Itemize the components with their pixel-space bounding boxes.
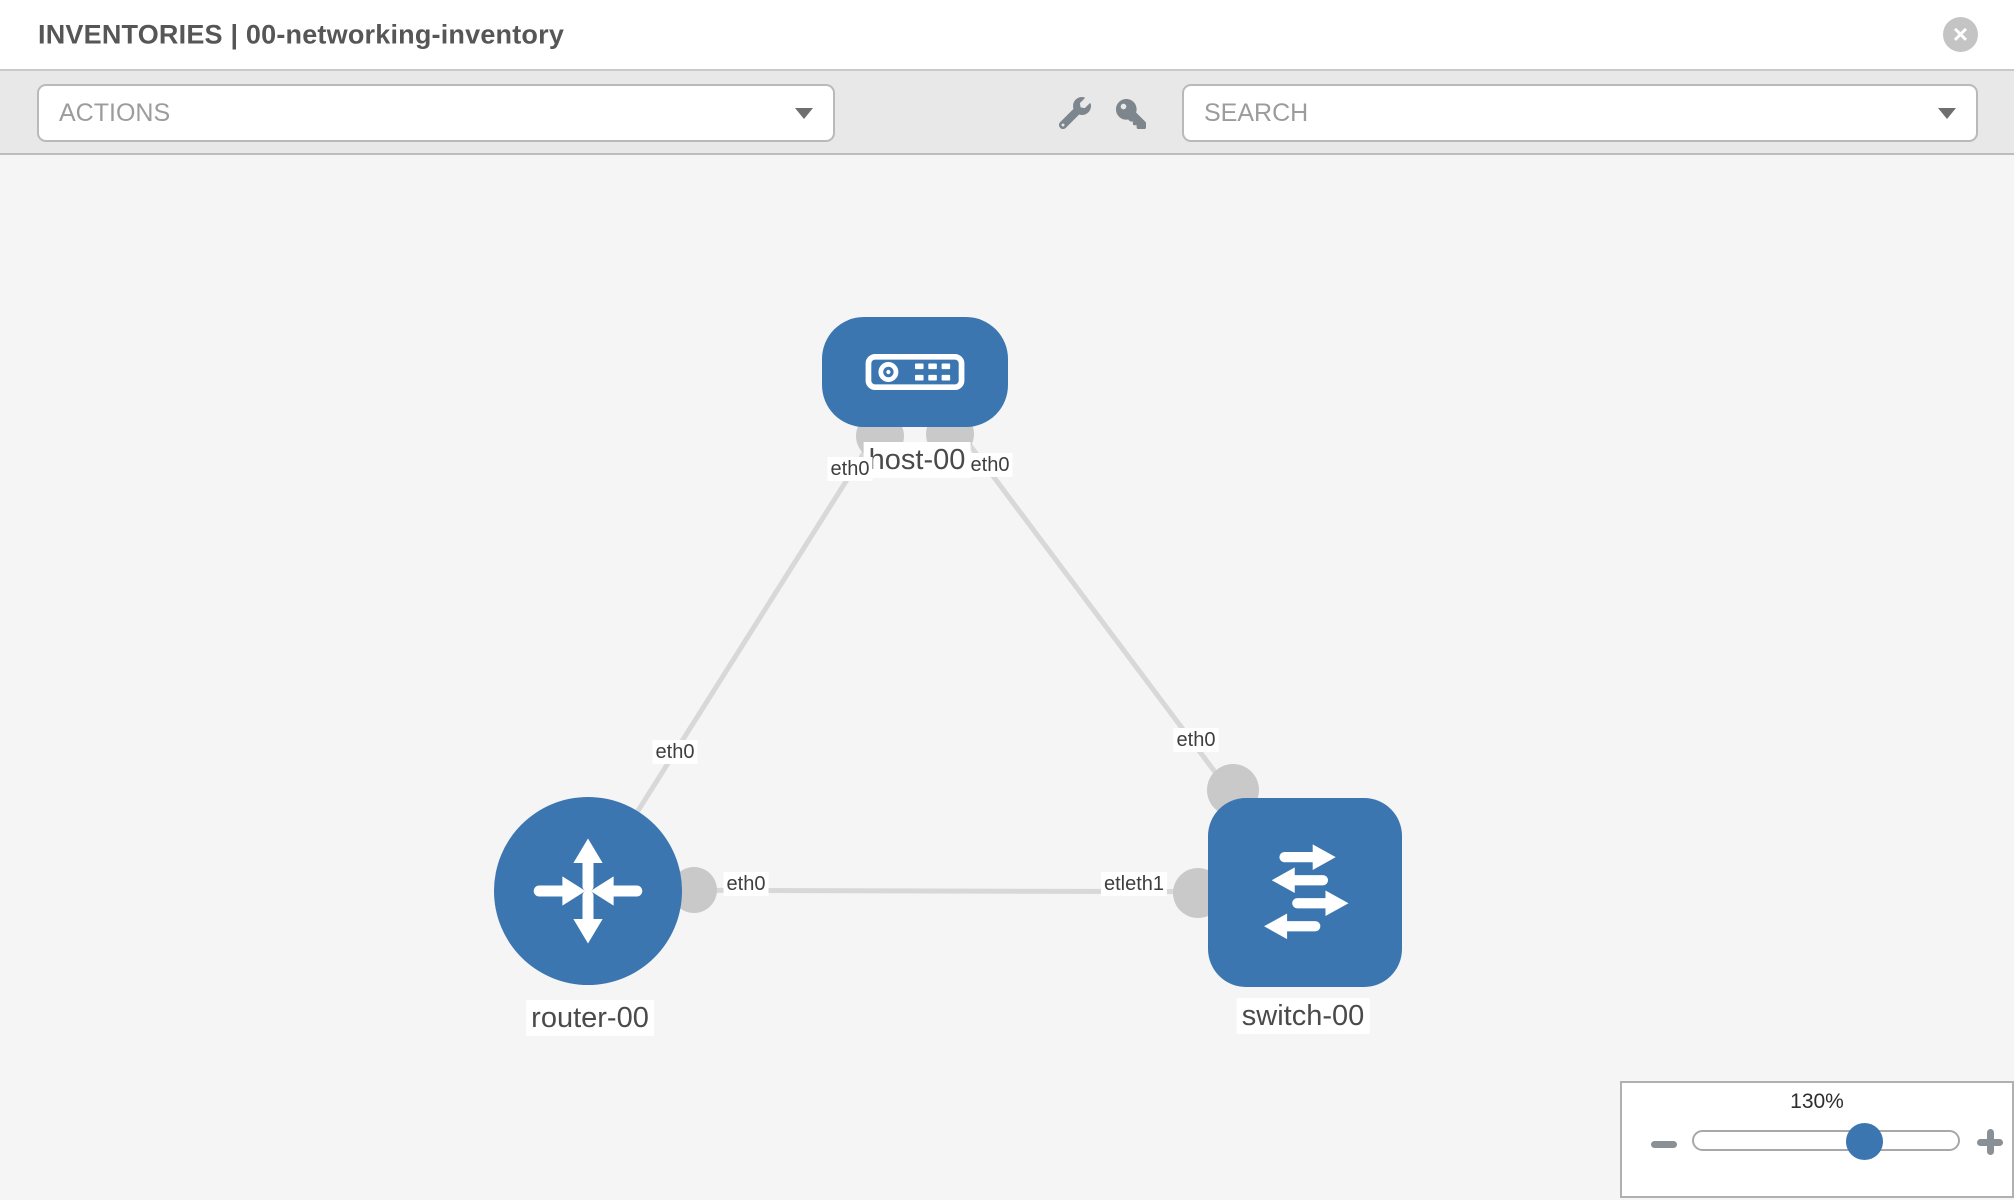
zoom-slider-thumb[interactable] — [1846, 1123, 1883, 1160]
host-icon — [865, 353, 965, 391]
minus-icon — [1651, 1141, 1677, 1148]
node-router-00[interactable] — [494, 797, 682, 985]
node-label-router: router-00 — [526, 1000, 654, 1037]
interface-label: eth0 — [723, 872, 769, 896]
zoom-level-label: 130% — [1790, 1090, 1844, 1113]
search-dropdown[interactable]: SEARCH — [1182, 84, 1978, 142]
node-label-switch: switch-00 — [1236, 998, 1370, 1035]
interface-label: eth0 — [967, 453, 1013, 477]
router-icon — [533, 838, 643, 944]
close-icon: × — [1952, 18, 1969, 49]
close-button[interactable]: × — [1943, 17, 1978, 52]
interface-label: eth0 — [827, 457, 873, 481]
wrench-icon — [1059, 97, 1091, 129]
interface-label: etleth1 — [1100, 872, 1168, 896]
actions-dropdown[interactable]: ACTIONS — [37, 84, 835, 142]
toolbar: ACTIONS SEARCH — [0, 71, 2014, 155]
zoom-out-button[interactable] — [1650, 1130, 1678, 1158]
zoom-control-panel: 130% — [1620, 1081, 2014, 1198]
node-switch-00[interactable] — [1208, 798, 1402, 987]
page-title: INVENTORIES | 00-networking-inventory — [38, 19, 565, 49]
key-icon — [1116, 99, 1146, 129]
search-dropdown-label: SEARCH — [1204, 98, 1309, 127]
switch-icon — [1264, 843, 1349, 939]
title-bar: INVENTORIES | 00-networking-inventory × — [0, 0, 2014, 71]
node-label-host: host-00 — [863, 442, 971, 479]
interface-connector — [671, 867, 717, 913]
zoom-in-button[interactable] — [1976, 1128, 2004, 1156]
chevron-down-icon — [1938, 107, 1956, 119]
zoom-slider-track[interactable] — [1692, 1130, 1960, 1151]
topology-links — [585, 370, 1307, 918]
configure-button[interactable] — [1059, 97, 1091, 129]
interface-label: eth0 — [652, 740, 698, 764]
node-host-00[interactable] — [822, 317, 1008, 427]
interface-label: eth0 — [1173, 728, 1219, 752]
actions-dropdown-label: ACTIONS — [59, 98, 171, 127]
topology-canvas[interactable]: host-00 router-00 switch-00 eth0 eth0 et… — [0, 155, 2014, 1198]
credentials-button[interactable] — [1114, 99, 1148, 129]
chevron-down-icon — [795, 107, 813, 119]
